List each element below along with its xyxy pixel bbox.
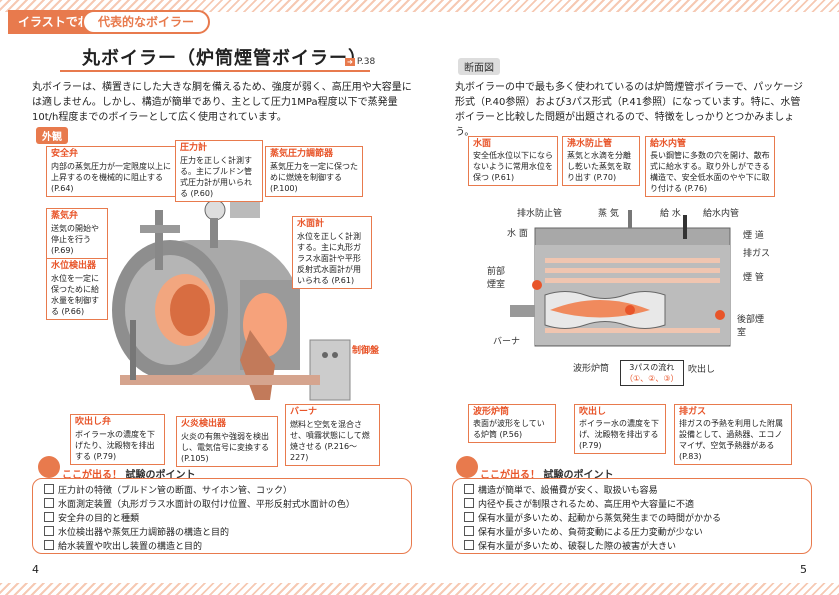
- point-item: 給水装置や吹出し装置の構造と目的: [44, 540, 355, 554]
- point-item: 保有水量が多いため、破裂した際の被害が大きい: [464, 540, 721, 554]
- section-tab-exterior: 外観: [36, 127, 68, 144]
- callout-pressure-gauge: 圧力計 圧力を正しく計測する。主にブルドン管式圧力計が用いられる (P.60): [175, 140, 263, 202]
- callout-body: 送気の開始や停止を行う (P.69): [51, 224, 99, 255]
- label-corrugated-furnace: 波形炉筒: [573, 364, 610, 374]
- intro-text-left: 丸ボイラーは、横置きにした大きな胴を備えるため、強度が弱く、高圧用や大容量には適…: [32, 82, 412, 123]
- callout-corrugated-furnace: 波形炉筒 表面が波形をしている炉筒 (P.56): [468, 404, 556, 443]
- callout-title: 波形炉筒: [473, 407, 510, 417]
- pass-flow-numbers: （①、②、③）: [625, 374, 679, 383]
- callout-blowoff-valve: 吹出し弁 ボイラー水の濃度を下げたり、沈殿物を排出する (P.79): [70, 414, 165, 465]
- page-number-left: 4: [32, 563, 39, 576]
- points-heading-right: ここが出る！ 試験のポイント: [480, 466, 613, 481]
- callout-water-gauge: 水面計 水位を正しく計測する。主に丸形ガラス水面計や平形反射式水面計が用いられる…: [292, 216, 372, 289]
- callout-title: 蒸気弁: [51, 211, 79, 221]
- point-item: 安全弁の目的と種類: [44, 512, 355, 526]
- callout-steam-pressure-regulator: 蒸気圧力調節器 蒸気圧力を一定に保つために燃焼を制御する (P.100): [265, 146, 363, 197]
- callout-steam-valve: 蒸気弁 送気の開始や停止を行う (P.69): [46, 208, 108, 259]
- points-heading-red: ここが出る！: [62, 470, 122, 481]
- points-heading-red: ここが出る！: [480, 470, 540, 481]
- point-item: 構造が簡単で、設備費が安く、取扱いも容易: [464, 484, 721, 498]
- header-subtitle: 代表的なボイラー: [82, 10, 211, 34]
- label-steam: 蒸 気: [598, 209, 619, 219]
- label-front-smokebox: 前部煙室: [487, 267, 506, 290]
- callout-antiprime-pipe: 沸水防止管 蒸気と水滴を分離し乾いた蒸気を取り出す (P.70): [562, 136, 640, 186]
- pass-flow-label: 3パスの流れ: [629, 363, 675, 372]
- label-flue: 煙 道: [743, 231, 764, 241]
- bottom-stripe: [0, 583, 839, 595]
- pointing-hand-icon: [456, 456, 478, 478]
- callout-title: 安全弁: [51, 149, 79, 159]
- points-list-left: 圧力計の特徴（ブルドン管の断面、サイホン管、コック） 水面測定装置（丸形ガラス水…: [44, 484, 355, 554]
- callout-body: 内部の蒸気圧力が一定限度以上に上昇するのを機械的に阻止する (P.64): [51, 162, 171, 193]
- callout-body: 蒸気と水滴を分離し乾いた蒸気を取り出す (P.70): [567, 151, 631, 182]
- callout-water-level-detector: 水位検出器 水位を一定に保つために給水量を制御する (P.66): [46, 258, 108, 320]
- callout-body: 表面が波形をしている炉筒 (P.56): [473, 419, 545, 439]
- label-rear-smokebox: 後部煙室: [737, 315, 765, 338]
- callout-body: 火炎の有無や強弱を検出し、電気信号に変換する (P.105): [181, 432, 269, 463]
- callout-title: 水面: [473, 139, 492, 149]
- points-heading-label: 試験のポイント: [125, 470, 196, 481]
- callout-title: 排ガス: [679, 407, 707, 417]
- callout-title: 水位検出器: [51, 261, 97, 271]
- callout-body: 水位を一定に保つために給水量を制御する (P.66): [51, 274, 99, 316]
- top-stripe: [0, 0, 839, 12]
- point-item: 水面測定装置（丸形ガラス水面計の取付け位置、平形反射式水面計の色）: [44, 498, 355, 512]
- label-antiprime-pipe: 排水防止管: [517, 209, 563, 219]
- callout-feed-inner-pipe: 給水内管 長い鋼管に多数の穴を開け、散布式に給水する。取り外しができる構造で、安…: [645, 136, 775, 197]
- callout-burner: バーナ 燃料と空気を混合させ、噴霧状態にして燃焼させる (P.216～227): [285, 404, 380, 466]
- pointing-hand-icon: [38, 456, 60, 478]
- callout-body: 水位を正しく計測する。主に丸形ガラス水面計や平形反射式水面計が用いられる (P.…: [297, 232, 361, 285]
- callout-flame-detector: 火炎検出器 火炎の有無や強弱を検出し、電気信号に変換する (P.105): [176, 416, 278, 467]
- callout-body: ボイラー水の濃度を下げ、沈殿物を排出する (P.79): [579, 419, 659, 450]
- callout-body: 圧力を正しく計測する。主にブルドン管式圧力計が用いられる (P.60): [180, 156, 252, 198]
- point-item: 内径や長さが制限されるため、高圧用や大容量に不適: [464, 498, 721, 512]
- callout-title: 蒸気圧力調節器: [270, 149, 334, 159]
- boiler-cross-section: [510, 210, 731, 347]
- point-item: 保有水量が多いため、起動から蒸気発生までの時間がかかる: [464, 512, 721, 526]
- callout-title: 圧力計: [180, 143, 208, 153]
- callout-title: 吹出し: [579, 407, 607, 417]
- three-pass-flow-box: 3パスの流れ （①、②、③）: [620, 360, 684, 386]
- label-feed-water: 給 水: [660, 209, 681, 219]
- page-reference: P.38: [345, 57, 375, 67]
- label-blowoff: 吹出し: [688, 365, 716, 375]
- boiler-exterior-illustration: [112, 199, 351, 401]
- callout-control-panel: 制御盤: [348, 344, 383, 360]
- callout-title: 沸水防止管: [567, 139, 613, 149]
- callout-title: 制御盤: [352, 346, 380, 356]
- label-exhaust: 排ガス: [743, 249, 771, 259]
- callout-safety-valve: 安全弁 内部の蒸気圧力が一定限度以上に上昇するのを機械的に阻止する (P.64): [46, 146, 181, 197]
- callout-exhaust-gas: 排ガス 排ガスの予熱を利用した附属設備として、過熱器、エコノマイザ、空気予熱器が…: [674, 404, 792, 465]
- callout-body: 排ガスの予熱を利用した附属設備として、過熱器、エコノマイザ、空気予熱器がある (…: [679, 419, 783, 461]
- callout-body: 安全低水位以下にならないように常用水位を保つ (P.61): [473, 151, 553, 182]
- points-list-right: 構造が簡単で、設備費が安く、取扱いも容易 内径や長さが制限されるため、高圧用や大…: [464, 484, 721, 554]
- callout-body: 燃料と空気を混合させ、噴霧状態にして燃焼させる (P.216～227): [290, 420, 370, 462]
- points-heading-label: 試験のポイント: [543, 470, 614, 481]
- callout-title: 給水内管: [650, 139, 687, 149]
- page-title: 丸ボイラー（炉筒煙管ボイラー）: [82, 48, 367, 69]
- label-water-surface: 水 面: [507, 229, 528, 239]
- point-item: 水位検出器や蒸気圧力調節器の構造と目的: [44, 526, 355, 540]
- page-number-right: 5: [800, 563, 807, 576]
- label-smoke-tube: 煙 管: [743, 273, 764, 283]
- callout-title: バーナ: [290, 407, 318, 417]
- callout-body: 蒸気圧力を一定に保つために燃焼を制御する (P.100): [270, 162, 358, 193]
- callout-title: 吹出し弁: [75, 417, 112, 427]
- label-burner: バーナ: [493, 337, 521, 347]
- intro-text-right: 丸ボイラーの中で最も多く使われているのは炉筒煙管ボイラーで、パッケージ形式（P.…: [455, 82, 803, 138]
- label-feed-inner-pipe: 給水内管: [703, 209, 740, 219]
- points-heading-left: ここが出る！ 試験のポイント: [62, 466, 195, 481]
- callout-title: 火炎検出器: [181, 419, 227, 429]
- callout-body: ボイラー水の濃度を下げたり、沈殿物を排出する (P.79): [75, 430, 155, 461]
- callout-water-surface: 水面 安全低水位以下にならないように常用水位を保つ (P.61): [468, 136, 558, 186]
- section-tab-cross-section: 断面図: [458, 58, 500, 75]
- point-item: 保有水量が多いため、負荷変動による圧力変動が少ない: [464, 526, 721, 540]
- title-rule: [60, 70, 370, 72]
- callout-body: 長い鋼管に多数の穴を開け、散布式に給水する。取り外しができる構造で、安全低水面の…: [650, 151, 770, 193]
- point-item: 圧力計の特徴（ブルドン管の断面、サイホン管、コック）: [44, 484, 355, 498]
- callout-blowoff: 吹出し ボイラー水の濃度を下げ、沈殿物を排出する (P.79): [574, 404, 666, 454]
- callout-title: 水面計: [297, 219, 325, 229]
